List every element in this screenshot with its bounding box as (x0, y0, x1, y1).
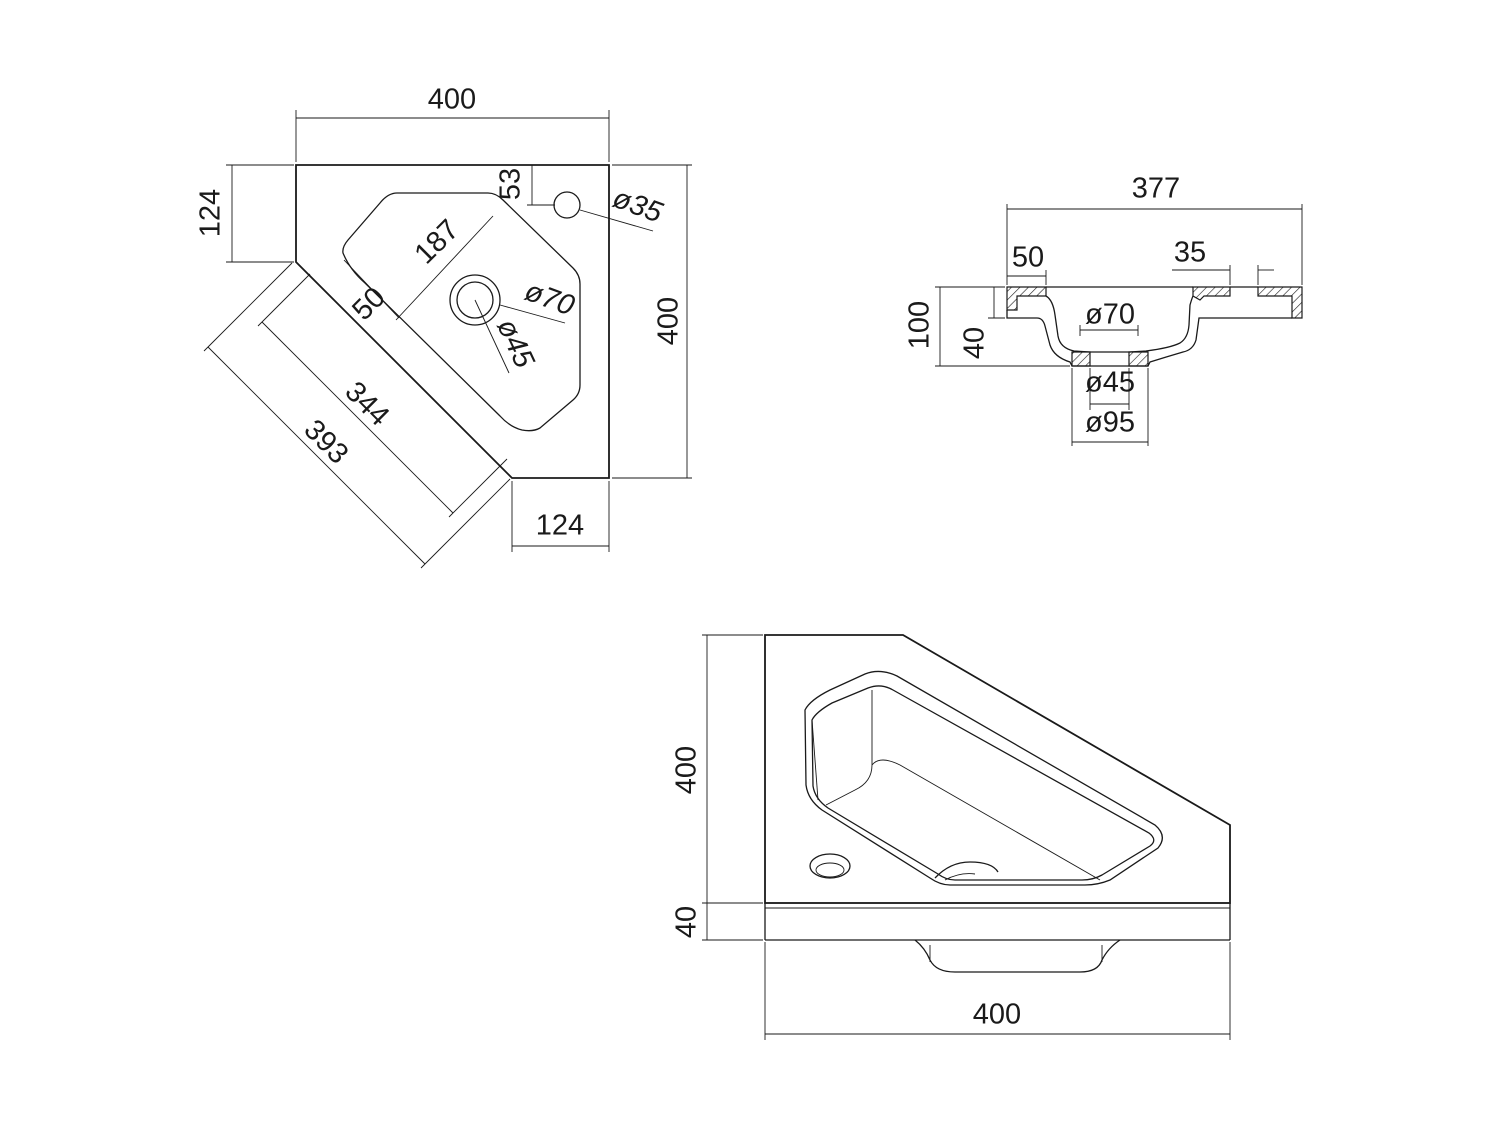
top-view: 400 124 400 124 53 ø35 187 ø70 ø45 (195, 84, 692, 569)
perspective-bowl-rim (804, 670, 1163, 886)
section-bowl-inner (1045, 295, 1194, 353)
dim-section-slab: 40 (959, 327, 991, 359)
dim-section-drain-inner: ø45 (1085, 367, 1135, 399)
dim-bottom-corner-cut: 124 (536, 510, 584, 542)
section-slab-left (1006, 286, 1047, 311)
dim-top-width: 400 (428, 84, 476, 116)
dim-top-depth: 400 (653, 297, 685, 345)
section-view: 377 50 35 100 40 ø70 ø45 ø95 (904, 173, 1303, 446)
perspective-bowl-inner (811, 685, 1155, 881)
dim-tap-diameter: ø35 (609, 182, 668, 229)
section-slab-mid-right (1192, 286, 1231, 301)
dim-section-rim: 50 (1012, 242, 1044, 274)
dim-section-rim-offset: 35 (1174, 237, 1206, 269)
perspective-bowl-underside (914, 939, 1121, 973)
top-view-drain-inner (456, 281, 494, 319)
dim-perspective-width: 400 (973, 999, 1021, 1031)
dim-section-height: 100 (904, 301, 936, 349)
dim-perspective-slab: 40 (671, 906, 703, 938)
dim-bowl-front-length: 344 (339, 376, 396, 433)
perspective-bowl-back-wall (825, 690, 873, 806)
dim-section-length: 377 (1132, 173, 1180, 205)
dim-drain-outer: ø70 (521, 275, 579, 322)
perspective-top-surface (764, 634, 1231, 904)
dim-front-edge-length: 393 (298, 414, 355, 471)
perspective-view: 400 40 400 (671, 634, 1231, 1040)
dim-tap-offset: 53 (495, 168, 527, 200)
dim-section-drain-opening: ø70 (1085, 299, 1135, 331)
dim-drain-inner: ø45 (490, 314, 540, 374)
perspective-tap-hole (809, 853, 851, 879)
dim-perspective-height: 400 (671, 746, 703, 794)
section-drain-hatch-left (1071, 351, 1091, 367)
dim-section-drain-outer: ø95 (1085, 407, 1135, 439)
section-drain-hatch-right (1128, 351, 1149, 367)
dim-top-corner-cut: 124 (195, 189, 227, 237)
section-slab-right (1257, 286, 1303, 319)
top-view-bowl-outline (342, 192, 581, 432)
section-bowl-outer (1006, 310, 1292, 367)
perspective-drain (934, 861, 999, 879)
dim-bowl-width: 187 (409, 214, 466, 271)
top-view-tap-hole (553, 191, 581, 219)
top-view-drain-outer (449, 274, 501, 326)
top-view-outline (295, 164, 610, 479)
